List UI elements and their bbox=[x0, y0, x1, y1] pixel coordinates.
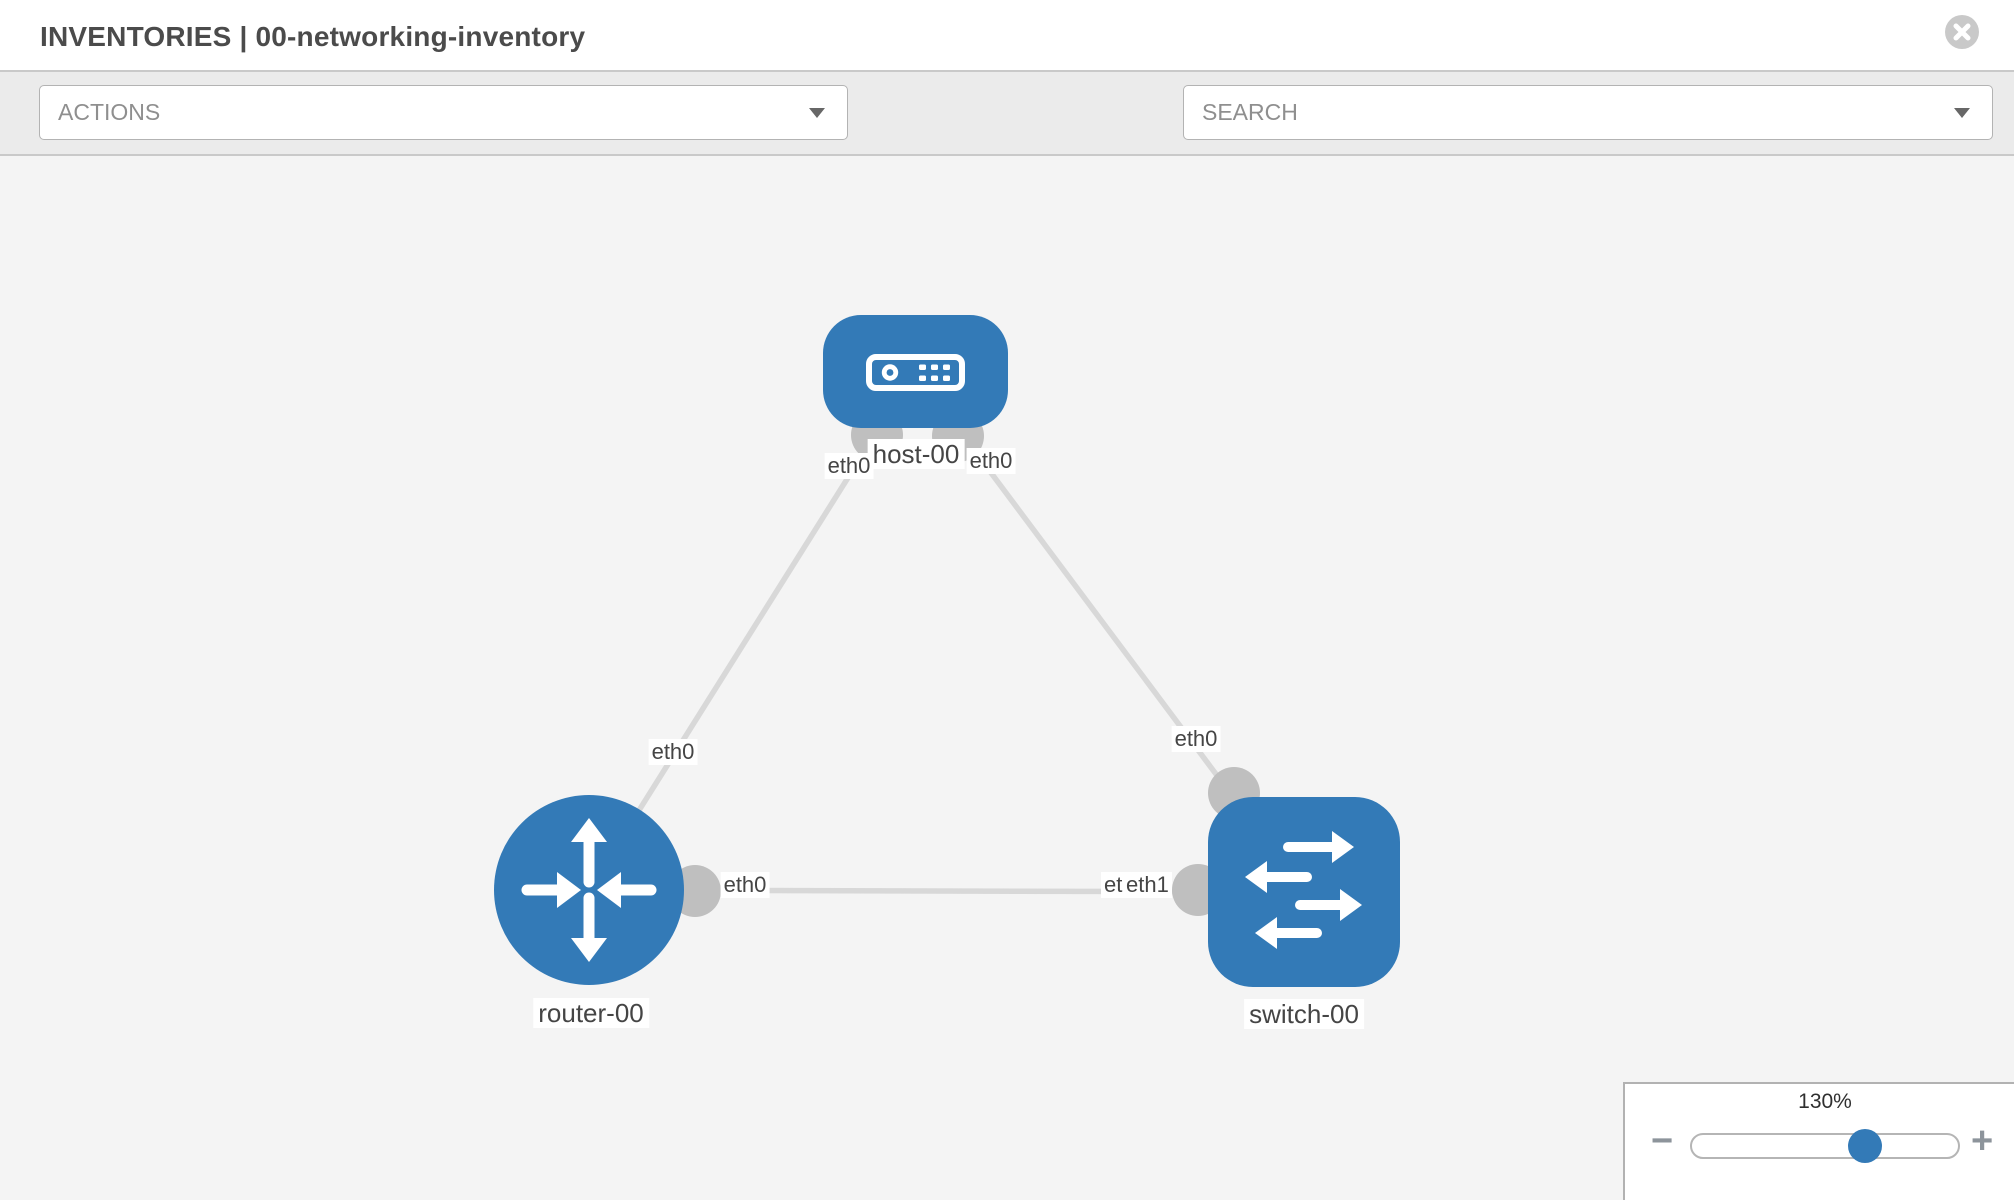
actions-dropdown[interactable]: ACTIONS bbox=[39, 85, 848, 140]
close-icon bbox=[1945, 15, 1979, 49]
switch-icon bbox=[1245, 831, 1362, 949]
zoom-out-button[interactable]: − bbox=[1651, 1120, 1674, 1162]
header: INVENTORIES | 00-networking-inventory bbox=[0, 0, 2014, 70]
zoom-slider-handle[interactable] bbox=[1848, 1129, 1882, 1163]
actions-dropdown-label: ACTIONS bbox=[58, 99, 161, 125]
interface-connectors bbox=[669, 409, 1260, 917]
interface-label-host-switch-host-end: eth0 bbox=[966, 448, 1016, 474]
toolbar-divider bbox=[0, 154, 2014, 156]
topology-canvas[interactable]: host-00 router-00 switch-00 eth0 eth0 et… bbox=[0, 156, 2014, 1200]
interface-label-host-router-router-end: eth0 bbox=[648, 739, 698, 765]
interface-label-host-switch-switch-end: eth0 bbox=[1171, 726, 1221, 752]
node-label-host: host-00 bbox=[867, 439, 965, 469]
node-label-router: router-00 bbox=[533, 998, 649, 1028]
host-icon bbox=[866, 354, 965, 391]
zoom-control-panel: 130% − + bbox=[1623, 1082, 2014, 1200]
router-icon bbox=[521, 818, 657, 962]
node-router-00[interactable] bbox=[494, 795, 684, 985]
node-label-switch: switch-00 bbox=[1244, 999, 1364, 1029]
node-switch-00[interactable] bbox=[1208, 797, 1400, 987]
page-title: INVENTORIES | 00-networking-inventory bbox=[40, 21, 586, 52]
header-divider bbox=[0, 70, 2014, 72]
node-host-00[interactable] bbox=[823, 315, 1008, 428]
zoom-slider-track[interactable] bbox=[1690, 1129, 1960, 1163]
chevron-down-icon bbox=[809, 108, 825, 118]
interface-label-host-router-host-end: eth0 bbox=[824, 453, 874, 479]
zoom-level-value: 130% bbox=[1798, 1090, 1852, 1113]
interface-label-router-switch-switch-end: eth1 bbox=[1123, 872, 1172, 898]
search-placeholder: SEARCH bbox=[1202, 99, 1298, 125]
toolbar: ACTIONS SEARCH bbox=[0, 72, 2014, 203]
chevron-down-icon bbox=[1954, 108, 1970, 118]
close-button[interactable] bbox=[1945, 15, 1979, 49]
search-dropdown[interactable]: SEARCH bbox=[1183, 85, 1993, 140]
zoom-in-button[interactable]: + bbox=[1971, 1120, 1994, 1162]
interface-label-router-switch-router-end: eth0 bbox=[720, 872, 770, 898]
